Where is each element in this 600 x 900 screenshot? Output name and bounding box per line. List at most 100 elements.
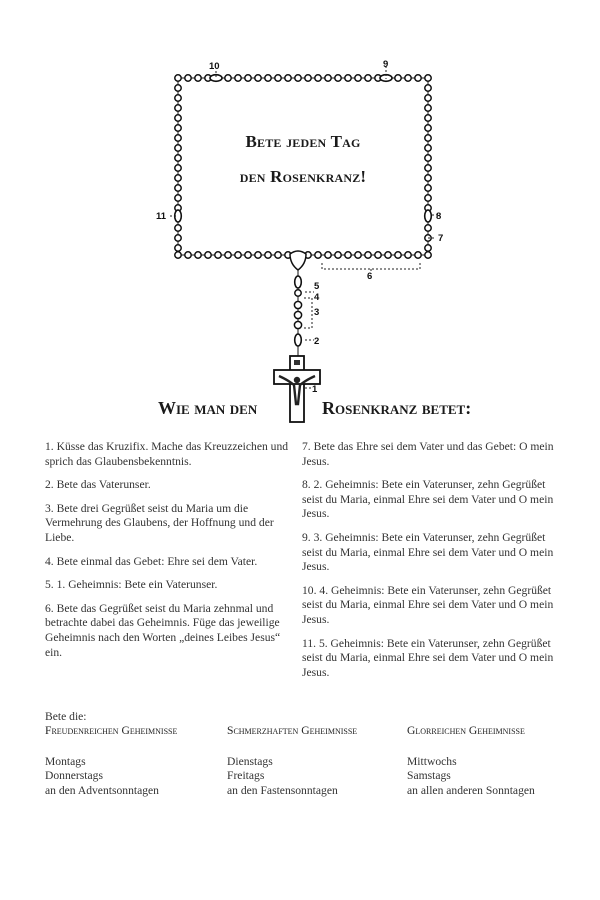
rosary-bead	[274, 74, 282, 82]
rosary-bead	[424, 144, 432, 152]
mystery-sorrowful: Schmerzhaften Geheimnisse Dienstags Frei…	[227, 724, 357, 798]
rosary-bead	[284, 74, 292, 82]
rosary-bead	[293, 310, 303, 320]
rosary-bead	[264, 74, 272, 82]
rosary-bead	[174, 184, 182, 192]
rosary-bead	[204, 251, 212, 259]
rosary-bead	[354, 251, 362, 259]
mystery-joyful-day: an den Adventsonntagen	[45, 783, 159, 797]
diagram-label-8: 8	[436, 211, 441, 222]
rosary-bead	[414, 251, 422, 259]
diagram-label-3: 3	[314, 307, 319, 318]
rosary-bead	[424, 94, 432, 102]
diagram-label-11: 11	[156, 211, 167, 222]
bete-die-label: Bete die:	[45, 710, 87, 723]
rosary-bead	[174, 134, 182, 142]
diagram-label-7: 7	[438, 233, 443, 244]
steps-right-column: 7. Bete das Ehre sei dem Vater und das G…	[302, 440, 564, 689]
rosary-bead	[174, 244, 182, 252]
rosary-bead	[334, 251, 342, 259]
rosary-bead	[404, 251, 412, 259]
rosary-bead	[174, 74, 182, 82]
rosary-bead	[174, 154, 182, 162]
rosary-bead	[304, 74, 312, 82]
steps-left-column: 1. Küsse das Kruzifix. Mache das Kreuzze…	[45, 440, 290, 669]
rosary-bead	[174, 194, 182, 202]
step-8: 8. 2. Geheimnis: Bete ein Vaterunser, ze…	[302, 478, 554, 521]
rosary-bead	[414, 74, 422, 82]
step-10: 10. 4. Geheimnis: Bete ein Vaterunser, z…	[302, 583, 554, 626]
rosary-bead	[194, 74, 202, 82]
rosary-bead	[234, 74, 242, 82]
mystery-glorious-day: Mittwochs	[407, 754, 457, 768]
rosary-bead	[334, 74, 342, 82]
rosary-bead	[424, 164, 432, 172]
rosary-bead	[174, 104, 182, 112]
step-1: 1. Küsse das Kruzifix. Mache das Kreuzze…	[45, 440, 289, 468]
mystery-glorious-day: an allen anderen Sonntagen	[407, 783, 535, 797]
rosary-large-bead	[293, 275, 303, 289]
rosary-bead	[294, 74, 302, 82]
rosary-bead	[174, 94, 182, 102]
rosary-bead	[314, 251, 322, 259]
rosary-bead	[174, 251, 182, 259]
rosary-bead	[364, 251, 372, 259]
rosary-bead	[174, 84, 182, 92]
rosary-bead	[294, 289, 302, 297]
step-7: 7. Bete das Ehre sei dem Vater und das G…	[302, 440, 554, 468]
diagram-label-4: 4	[314, 292, 320, 303]
step-2: 2. Bete das Vaterunser.	[45, 478, 151, 492]
rosary-bead	[174, 164, 182, 172]
rosary-bead	[404, 74, 412, 82]
mystery-joyful: Freudenreichen Geheimnisse Montags Donne…	[45, 724, 177, 798]
step-4: 4. Bete einmal das Gebet: Ehre sei dem V…	[45, 554, 258, 568]
rosary-bead	[424, 194, 432, 202]
rosary-bead	[174, 224, 182, 232]
mystery-joyful-day: Montags	[45, 754, 86, 768]
diagram-label-10: 10	[209, 61, 220, 72]
diagram-label-5: 5	[314, 281, 320, 292]
mystery-sorrowful-day: an den Fastensonntagen	[227, 783, 338, 797]
rosary-bead	[264, 251, 272, 259]
rosary-bead	[244, 74, 252, 82]
mystery-glorious: Glorreichen Geheimnisse Mittwochs Samsta…	[407, 724, 535, 798]
rosary-bead	[424, 184, 432, 192]
bracket-markers	[170, 66, 438, 389]
rosary-bead	[384, 251, 392, 259]
rosary-bead	[174, 234, 182, 242]
rosary-bead	[174, 174, 182, 182]
mystery-glorious-day: Samstags	[407, 769, 451, 783]
rosary-bead	[344, 251, 352, 259]
rosary-bead	[424, 74, 432, 82]
rosary-bead	[424, 124, 432, 132]
rosary-bead	[424, 224, 432, 232]
step-11: 11. 5. Geheimnis: Bete ein Vaterunser, z…	[302, 636, 554, 679]
rosary-bead	[424, 244, 432, 252]
rosary-bead	[174, 144, 182, 152]
rosary-bead	[224, 74, 232, 82]
rosary-bead	[424, 84, 432, 92]
diagram-label-9: 9	[383, 59, 388, 70]
step-9: 9. 3. Geheimnis: Bete ein Vaterunser, ze…	[302, 530, 554, 574]
mystery-joyful-title: Freudenreichen Geheimnisse	[45, 724, 178, 737]
rosary-bead	[324, 251, 332, 259]
rosary-bead	[224, 251, 232, 259]
rosary-bead	[424, 174, 432, 182]
rosary-bead	[194, 251, 202, 259]
rosary-bead	[244, 251, 252, 259]
rosary-bead	[214, 251, 222, 259]
rosary-bead	[293, 320, 303, 330]
rosary-bead	[424, 134, 432, 142]
rosary-bead	[254, 251, 262, 259]
title-line-2: den Rosenkranz!	[239, 167, 367, 186]
rosary-bead	[394, 74, 402, 82]
rosary-bead	[254, 74, 262, 82]
step-6: 6. Bete das Gegrüßet seist du Maria zehn…	[45, 601, 281, 659]
rosary-bead	[424, 104, 432, 112]
diagram-label-6: 6	[367, 271, 372, 282]
rosary-bead	[324, 74, 332, 82]
rosary-bead	[174, 114, 182, 122]
diagram-label-1: 1	[312, 384, 318, 395]
rosary-bead	[184, 74, 192, 82]
